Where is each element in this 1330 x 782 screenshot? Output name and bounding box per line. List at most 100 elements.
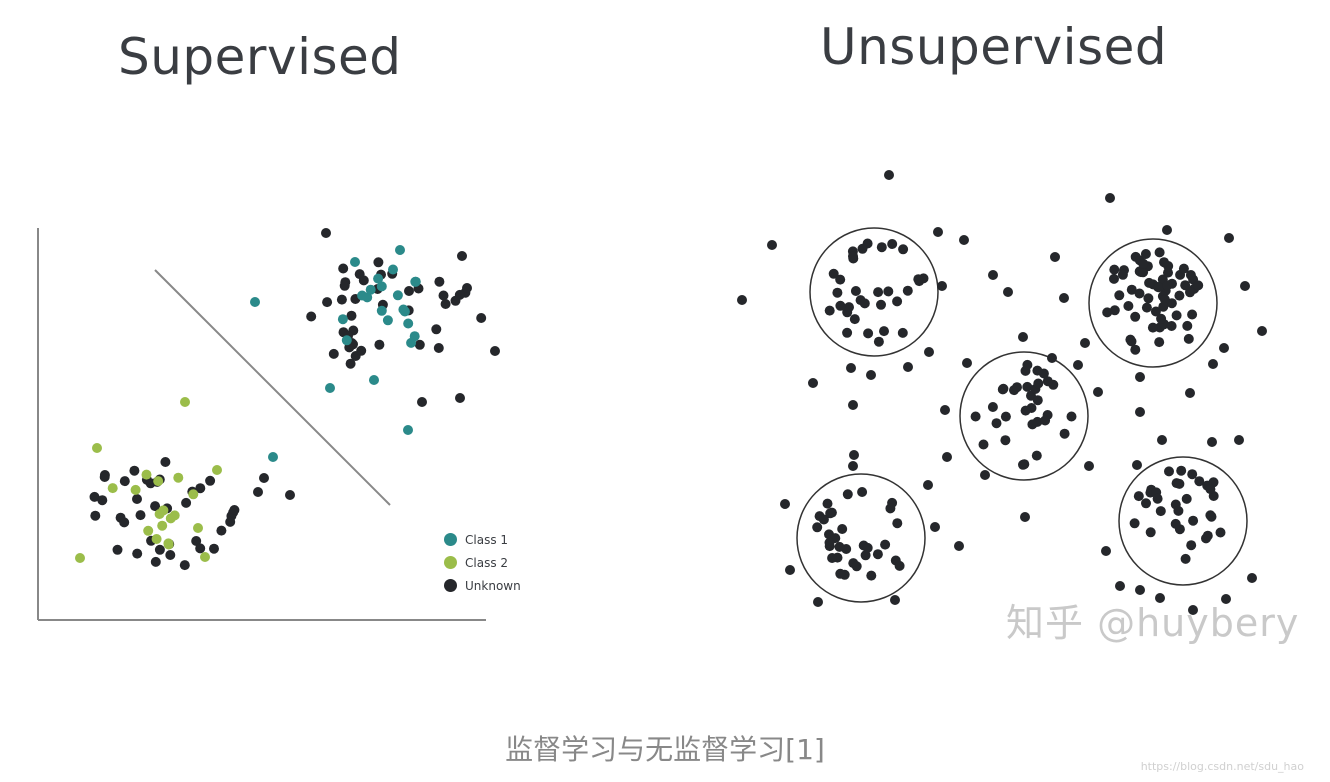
- cluster-point: [828, 268, 839, 279]
- unknown-point: [229, 505, 240, 515]
- unknown-point: [338, 263, 349, 274]
- unknown-point: [195, 483, 206, 494]
- unknown-point: [306, 311, 317, 322]
- unknown-point: [322, 297, 333, 308]
- cluster-point: [1022, 359, 1033, 370]
- class-1-point: [403, 425, 413, 435]
- outlier-point: [980, 470, 990, 480]
- class-1-point: [369, 375, 379, 385]
- class-1-point: [325, 383, 335, 393]
- class-2-point: [163, 538, 174, 549]
- unknown-point: [165, 550, 176, 560]
- class-2-point: [75, 553, 85, 563]
- class-2-point: [107, 483, 118, 494]
- cluster-point: [1215, 527, 1226, 538]
- unknown-point: [440, 299, 451, 309]
- outlier-point: [924, 347, 934, 357]
- unknown-point: [321, 228, 331, 238]
- cluster-point: [835, 274, 846, 285]
- class-1-point: [337, 314, 348, 325]
- outlier-point: [785, 565, 795, 575]
- class-2-point: [141, 469, 152, 480]
- cluster-point: [1174, 478, 1185, 489]
- unknown-point: [346, 310, 357, 321]
- outlier-point: [903, 362, 913, 372]
- unknown-point: [129, 465, 140, 476]
- cluster-point: [1185, 287, 1195, 298]
- cluster-point: [898, 244, 909, 255]
- cluster-point: [818, 514, 829, 525]
- unknown-point: [179, 560, 190, 571]
- cluster-point: [1018, 459, 1028, 470]
- class-2-point: [143, 525, 154, 536]
- outlier-point: [1135, 372, 1145, 382]
- cluster-point: [1158, 301, 1169, 312]
- cluster-point: [859, 298, 870, 309]
- cluster-point: [1181, 493, 1192, 504]
- cluster-point: [897, 327, 908, 338]
- cluster-point: [1170, 518, 1181, 529]
- cluster-circle: [809, 227, 939, 357]
- cluster-point: [913, 274, 924, 285]
- cluster-point: [892, 296, 903, 307]
- legend-label-unknown: Unknown: [465, 578, 521, 593]
- outlier-point: [942, 452, 952, 462]
- cluster-point: [1032, 395, 1043, 406]
- unknown-point: [414, 339, 425, 350]
- outlier-point: [849, 450, 859, 460]
- outlier-point: [1162, 225, 1172, 235]
- unknown-point: [373, 257, 384, 268]
- cluster-point: [1163, 267, 1173, 278]
- outlier-point: [1080, 338, 1090, 348]
- cluster-point: [825, 508, 836, 519]
- class-2-point: [200, 552, 210, 562]
- class-1-point: [350, 257, 360, 267]
- supervised-title: Supervised: [118, 28, 402, 86]
- class-2-point: [151, 534, 162, 544]
- unknown-point: [132, 494, 142, 504]
- cluster-point: [885, 503, 896, 514]
- cluster-point: [832, 287, 843, 298]
- cluster-point: [1012, 382, 1022, 393]
- unknown-point: [181, 497, 192, 508]
- unknown-point: [490, 346, 500, 356]
- unknown-point: [374, 339, 385, 350]
- cluster-point: [1156, 313, 1167, 324]
- cluster-point: [1182, 320, 1193, 331]
- outlier-point: [1155, 593, 1165, 603]
- cluster-point: [1193, 280, 1204, 291]
- cluster-point: [827, 553, 838, 563]
- outlier-point: [848, 400, 858, 410]
- class-2-point: [154, 509, 165, 519]
- cluster-point: [1180, 280, 1191, 291]
- cluster-point: [876, 299, 886, 310]
- cluster-point: [1162, 280, 1173, 291]
- class-2-point: [165, 513, 176, 524]
- cluster-point: [850, 286, 861, 296]
- class-1-point: [357, 290, 368, 301]
- cluster-point: [835, 300, 846, 311]
- cluster-point: [1066, 411, 1077, 422]
- outlier-point: [959, 235, 969, 245]
- class-2-point: [188, 489, 199, 500]
- cluster-point: [1174, 290, 1185, 301]
- cluster-point: [1134, 288, 1145, 299]
- unknown-point: [259, 473, 269, 483]
- unknown-point: [404, 286, 414, 296]
- outlier-point: [848, 461, 858, 471]
- class-2-swatch: [444, 556, 457, 569]
- cluster-point: [822, 498, 833, 509]
- source-credit: https://blog.csdn.net/sdu_hao: [1140, 760, 1304, 773]
- cluster-circle: [1088, 238, 1218, 368]
- cluster-point: [1109, 273, 1119, 284]
- outlier-point: [1020, 512, 1030, 522]
- cluster-point: [857, 487, 868, 497]
- outlier-point: [1003, 287, 1013, 297]
- cluster-point: [849, 314, 860, 325]
- outlier-point: [954, 541, 964, 551]
- outlier-point: [1208, 359, 1218, 369]
- class-1-point: [410, 276, 421, 287]
- unknown-point: [191, 536, 202, 546]
- outlier-point: [1132, 460, 1142, 470]
- unknown-point: [476, 313, 487, 323]
